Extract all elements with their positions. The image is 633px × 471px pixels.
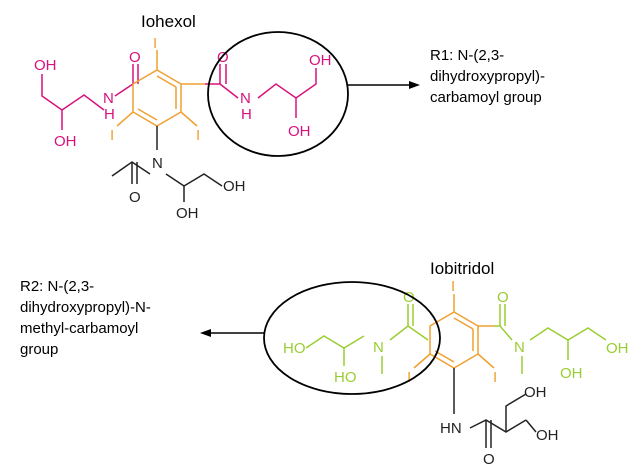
iohexol-oh-left-top: OH	[34, 57, 57, 74]
iohexol-o-left: O	[129, 49, 141, 66]
iobitridol-o-right: O	[497, 289, 509, 306]
r2-caption-line-1: R2: N-(2,3-	[20, 278, 94, 295]
iobitridol-oh-right-down: OH	[560, 365, 583, 382]
r1-caption-line-1: R1: N-(2,3-	[430, 47, 504, 64]
r1-caption-line-2: dihydroxypropyl)-	[430, 68, 545, 85]
iohexol-o-acetyl: O	[129, 189, 141, 206]
iobitridol-n-right: N	[514, 339, 525, 356]
iobitridol-o-amide: O	[483, 451, 495, 468]
iohexol-title: Iohexol	[141, 12, 196, 31]
iohexol-center-chain	[111, 126, 223, 202]
iohexol-benzene-ring	[116, 50, 205, 127]
iohexol-oh-right-bottom: OH	[288, 123, 311, 140]
iohexol-oh-left-bottom: OH	[54, 133, 77, 150]
iohexol-right-side-chain	[205, 64, 317, 118]
iohexol-left-side-chain	[41, 64, 139, 130]
r2-caption-line-3: methyl-carbamoyl	[20, 320, 138, 337]
iobitridol-structure: Iobitridol	[20, 259, 629, 468]
iobitridol-i-top: I	[451, 278, 455, 295]
iohexol-oh-chain-end: OH	[223, 178, 246, 195]
iobitridol-ho-left: HO	[283, 340, 306, 357]
iobitridol-n-left: N	[373, 339, 384, 356]
iohexol-i-top: I	[153, 35, 157, 52]
iobitridol-i-right: I	[493, 369, 497, 386]
iobitridol-ho-bottom: HO	[334, 369, 357, 386]
iohexol-i-right: I	[196, 127, 200, 144]
iobitridol-i-left: I	[407, 369, 411, 386]
r2-highlight-ellipse	[263, 281, 441, 395]
r2-arrow-head	[200, 329, 211, 337]
iohexol-n-center: N	[152, 155, 163, 172]
iohexol-oh-chain-down: OH	[176, 205, 199, 222]
iohexol-h-right: H	[241, 106, 252, 123]
iobitridol-benzene-ring	[413, 294, 495, 369]
r2-caption-line-4: group	[20, 341, 58, 358]
iohexol-oh-right-top: OH	[309, 52, 332, 69]
iobitridol-hn: HN	[440, 420, 462, 437]
iohexol-h-left: H	[104, 106, 115, 123]
iobitridol-oh-right-end: OH	[606, 340, 629, 357]
iobitridol-oh-side-top: OH	[524, 384, 547, 401]
iohexol-n-right: N	[240, 90, 251, 107]
iobitridol-oh-side-end: OH	[536, 427, 559, 444]
iohexol-i-left: I	[110, 127, 114, 144]
r1-highlight-ellipse	[207, 31, 349, 157]
r1-arrow-head	[409, 81, 420, 89]
iobitridol-bottom-chain	[453, 368, 537, 448]
iobitridol-right-side-chain	[494, 304, 607, 374]
r1-caption-line-3: carbamoyl group	[430, 89, 542, 106]
iobitridol-o-left: O	[403, 289, 415, 306]
iobitridol-left-side-chain	[305, 304, 429, 374]
iohexol-n-left: N	[103, 90, 114, 107]
iohexol-o-right: O	[217, 49, 229, 66]
r2-caption-line-2: dihydroxypropyl)-N-	[20, 299, 151, 316]
iobitridol-title: Iobitridol	[430, 259, 494, 278]
iohexol-structure: Iohexol	[34, 12, 545, 222]
